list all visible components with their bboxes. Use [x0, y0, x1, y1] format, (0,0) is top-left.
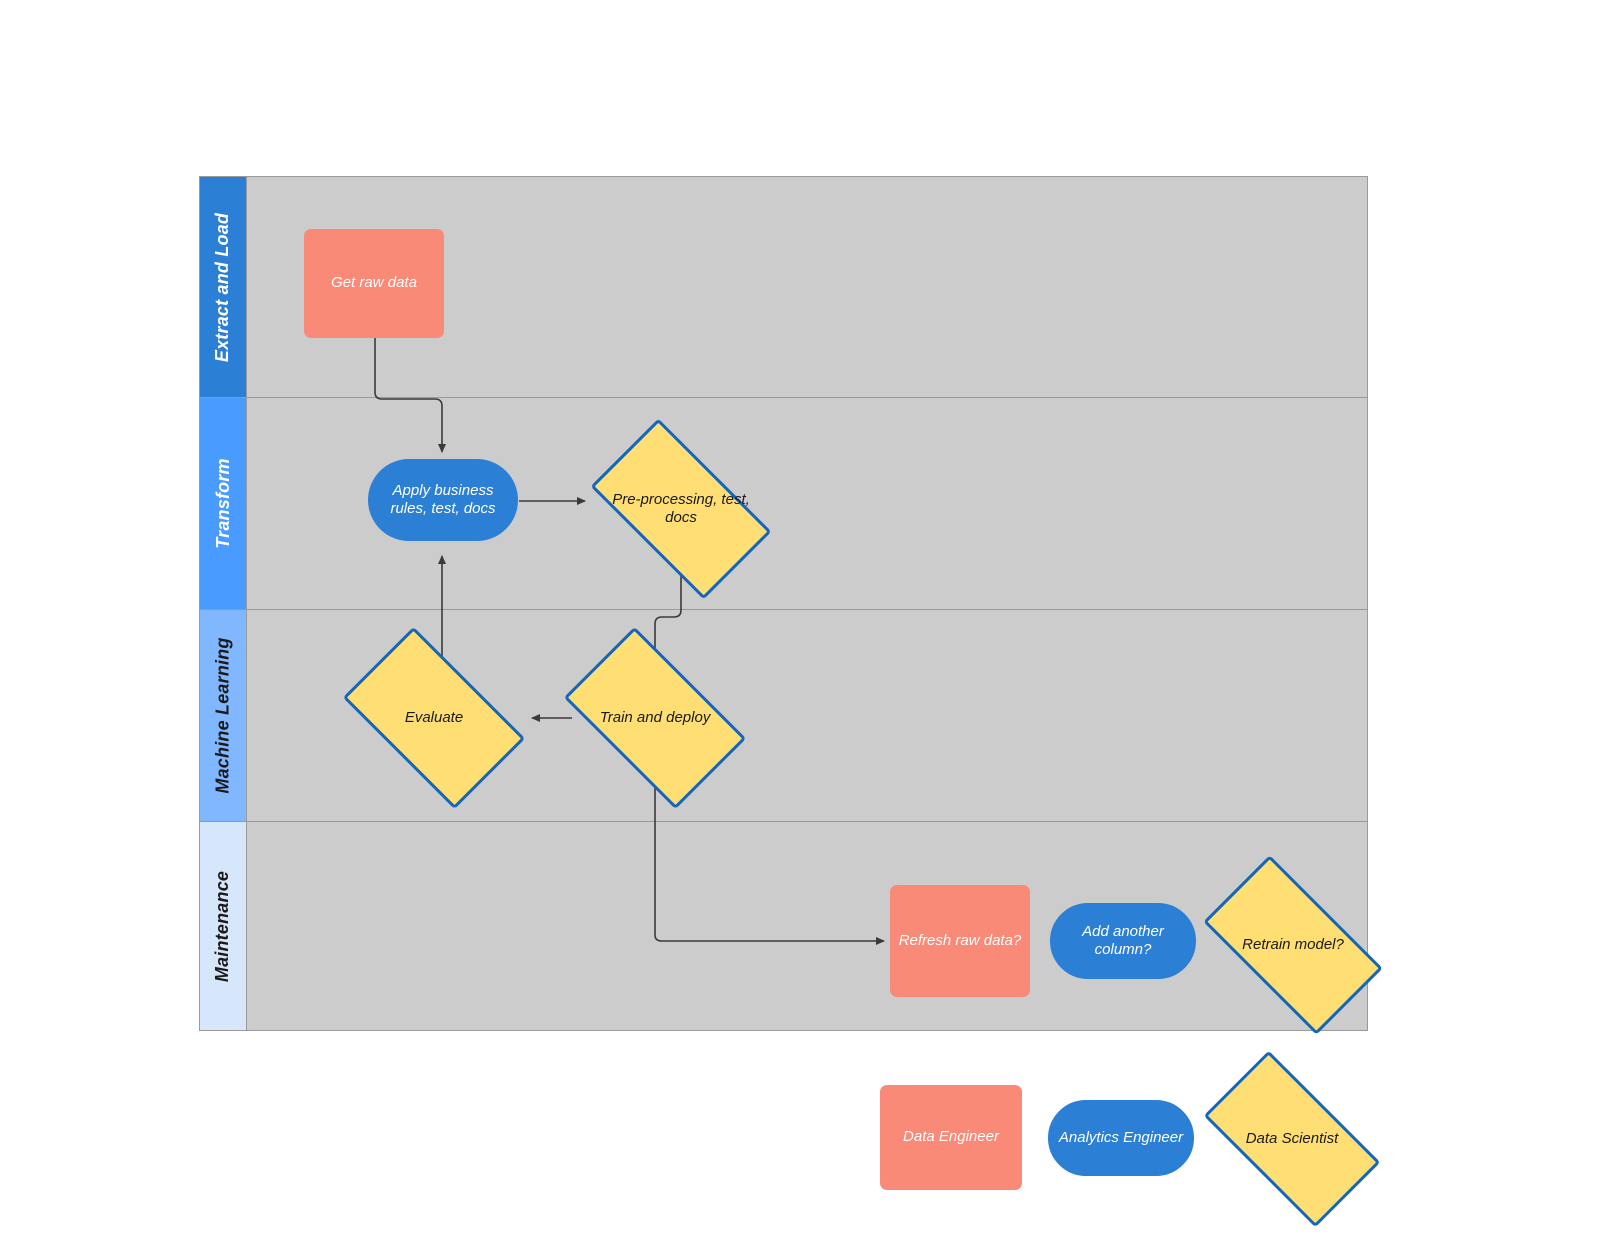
- legend: Data Engineer Analytics Engineer Data Sc…: [880, 1050, 1381, 1228]
- node-train-and-deploy[interactable]: Train and deploy: [563, 626, 747, 810]
- node-label-train-and-deploy: Train and deploy: [599, 708, 711, 726]
- legend-label-data-engineer: Data Engineer: [903, 1128, 999, 1146]
- node-apply-business-rules[interactable]: Apply business rules, test, docs: [368, 459, 518, 541]
- node-label-evaluate: Evaluate: [404, 708, 464, 726]
- node-refresh-raw-data[interactable]: Refresh raw data?: [890, 885, 1030, 997]
- node-pre-processing[interactable]: Pre-processing, test, docs: [590, 418, 772, 600]
- lane-header-transform: Transform: [200, 398, 247, 609]
- node-evaluate[interactable]: Evaluate: [342, 626, 526, 810]
- node-label-refresh-raw-data: Refresh raw data?: [898, 931, 1022, 949]
- node-retrain-model[interactable]: Retrain model?: [1203, 855, 1383, 1035]
- node-label-pre-processing: Pre-processing, test, docs: [612, 490, 750, 526]
- legend-item-data-engineer[interactable]: Data Engineer: [880, 1085, 1022, 1190]
- lane-header-maintenance: Maintenance: [200, 822, 247, 1030]
- node-label-retrain-model: Retrain model?: [1242, 935, 1344, 953]
- lane-label-maintenance: Maintenance: [212, 870, 233, 982]
- legend-item-data-scientist[interactable]: Data Scientist: [1203, 1050, 1381, 1228]
- lane-label-machine-learning: Machine Learning: [212, 637, 233, 794]
- node-get-raw-data[interactable]: Get raw data: [304, 229, 444, 338]
- node-add-another-column[interactable]: Add another column?: [1050, 903, 1196, 979]
- lane-body-maintenance: [247, 822, 1367, 1030]
- node-label-apply-business-rules: Apply business rules, test, docs: [390, 481, 496, 517]
- lane-label-extract-and-load: Extract and Load: [212, 212, 233, 362]
- node-label-add-another-column: Add another column?: [1082, 922, 1164, 958]
- legend-label-data-scientist: Data Scientist: [1245, 1129, 1339, 1147]
- legend-label-analytics-engineer: Analytics Engineer: [1058, 1128, 1184, 1146]
- lane-header-machine-learning: Machine Learning: [200, 610, 247, 821]
- node-label-get-raw-data: Get raw data: [331, 274, 417, 292]
- legend-item-analytics-engineer[interactable]: Analytics Engineer: [1048, 1100, 1194, 1176]
- lane-label-transform: Transform: [212, 458, 233, 549]
- lane-header-extract-and-load: Extract and Load: [200, 177, 247, 397]
